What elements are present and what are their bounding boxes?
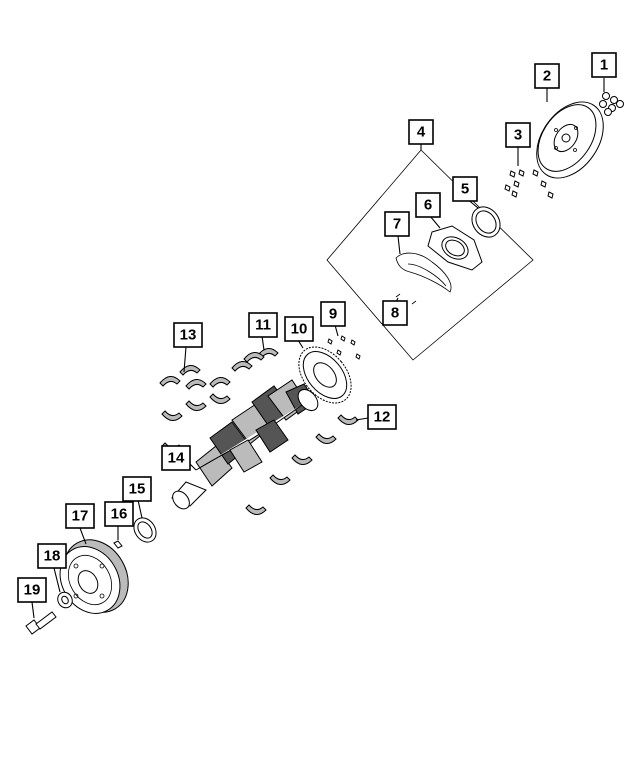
callout-7-label: 7: [393, 216, 401, 233]
callout-9-label: 9: [329, 306, 337, 323]
callout-7: 7: [384, 211, 410, 237]
part-crankshaft[interactable]: [169, 379, 322, 512]
callout-19-label: 19: [24, 582, 41, 599]
callout-3: 3: [505, 122, 531, 148]
callout-3-label: 3: [514, 127, 522, 144]
callout-19: 19: [17, 577, 47, 603]
callout-17-label: 17: [72, 508, 89, 525]
part-lower-bearings-left[interactable]: [161, 393, 231, 453]
callout-5: 5: [452, 176, 478, 202]
callout-18: 18: [37, 543, 67, 569]
part-upper-bearings[interactable]: [159, 348, 279, 390]
part-vibration-damper[interactable]: [48, 528, 141, 624]
part-damper-bolt[interactable]: [25, 611, 57, 635]
part-seal-kit-frame: [326, 149, 534, 361]
callout-15-label: 15: [129, 481, 146, 498]
callout-9: 9: [320, 301, 346, 327]
callout-12-label: 12: [374, 409, 391, 426]
part-seal-retainer[interactable]: [427, 225, 483, 271]
callout-17: 17: [65, 503, 95, 529]
callout-13-label: 13: [180, 327, 197, 344]
callout-16-label: 16: [111, 506, 128, 523]
callout-10: 10: [284, 316, 314, 342]
callout-11: 11: [248, 312, 278, 338]
part-ring-bolts[interactable]: [327, 335, 361, 360]
part-tone-wheel[interactable]: [288, 337, 361, 413]
part-lower-bearings-right[interactable]: [245, 414, 359, 515]
part-nuts[interactable]: [599, 92, 624, 116]
callout-1: 1: [591, 52, 617, 78]
callout-6: 6: [415, 192, 441, 218]
callout-11-label: 11: [255, 317, 271, 334]
callout-14-label: 14: [168, 450, 185, 467]
callout-15: 15: [122, 476, 152, 502]
part-flexplate-bolts[interactable]: [504, 169, 554, 199]
callout-1-label: 1: [600, 57, 608, 74]
callout-2: 2: [534, 63, 560, 89]
callout-8: 8: [382, 300, 408, 326]
callout-12: 12: [367, 404, 397, 430]
part-flex-plate[interactable]: [523, 90, 617, 191]
callout-4: 4: [408, 119, 434, 145]
part-rear-main-seal[interactable]: [466, 201, 506, 242]
callout-18-label: 18: [44, 548, 61, 565]
part-dowel-pins[interactable]: [395, 293, 417, 305]
part-damper-washer[interactable]: [55, 590, 75, 611]
part-retainer-gasket[interactable]: [395, 252, 452, 293]
part-front-crank-seal[interactable]: [129, 514, 160, 547]
callout-6-label: 6: [424, 197, 432, 214]
callout-13: 13: [173, 322, 203, 348]
callout-10-label: 10: [291, 321, 308, 338]
callout-4-label: 4: [417, 124, 426, 141]
callout-5-label: 5: [461, 181, 469, 198]
callout-14: 14: [161, 445, 191, 471]
callout-2-label: 2: [543, 68, 551, 85]
callout-8-label: 8: [391, 305, 399, 322]
leader-lines: [31, 78, 605, 619]
part-crank-key[interactable]: [113, 540, 123, 549]
callout-16: 16: [104, 501, 134, 527]
